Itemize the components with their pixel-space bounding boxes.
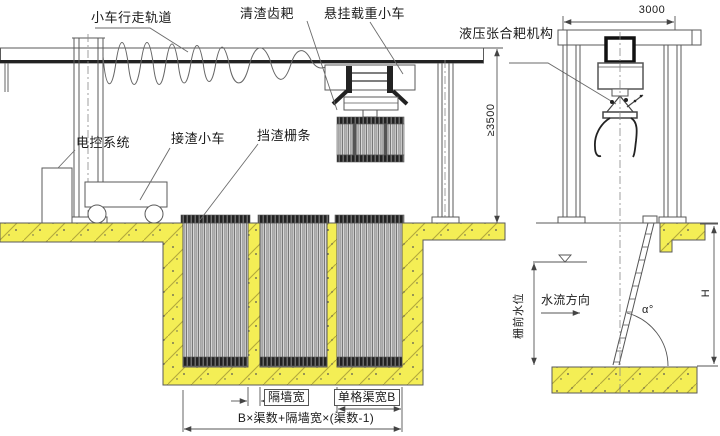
hydraulic-grab-assembly [594, 36, 644, 158]
label-load-trolley: 悬挂载重小车 [324, 6, 406, 21]
dim-partition-width-text: 隔墙宽 [264, 389, 309, 406]
dim-3500-text: ≥3500 [485, 103, 497, 137]
downstream-wall-block [659, 222, 706, 253]
dim-channel-width-text: 单格渠宽B [334, 389, 400, 406]
leader-lines [57, 20, 617, 221]
channel-bar-screens [180, 214, 405, 367]
label-water-level: 栅前水位 [513, 293, 525, 339]
channel-floor-slab [551, 366, 698, 394]
label-trolley-rail: 小车行走轨道 [91, 10, 173, 25]
inclined-bar-screen [612, 215, 658, 366]
dim-total-width-text: B×渠数+隔墙宽×(渠数-1) [237, 411, 375, 425]
gantry-frame [557, 29, 702, 224]
festoon-cable [102, 42, 328, 85]
label-slag-cart: 接渣小车 [171, 131, 226, 146]
overhead-rail [0, 47, 484, 92]
label-angle: α° [642, 304, 654, 316]
dimension-3500 [483, 47, 503, 223]
slag-receiving-cart [84, 181, 168, 224]
label-flow-direction: 水流方向 [541, 293, 591, 307]
suspended-trolley [324, 64, 416, 118]
label-hydraulic-grab: 液压张合耙机构 [459, 26, 554, 41]
bottom-dimensions [182, 387, 403, 432]
water-annotations [531, 223, 718, 367]
electric-control-cabinet [41, 167, 73, 224]
cleaning-rake-grab [336, 116, 405, 163]
dimension-3000 [562, 16, 676, 30]
concrete-structure [0, 222, 506, 386]
label-cleaning-rake: 清渣齿耙 [240, 6, 295, 21]
label-height-h: H [700, 288, 712, 298]
label-electric-control: 电控系统 [76, 135, 131, 150]
dim-3000-text: 3000 [638, 4, 666, 16]
label-trash-bars: 挡渣栅条 [257, 128, 312, 143]
right-support-column [431, 60, 460, 224]
